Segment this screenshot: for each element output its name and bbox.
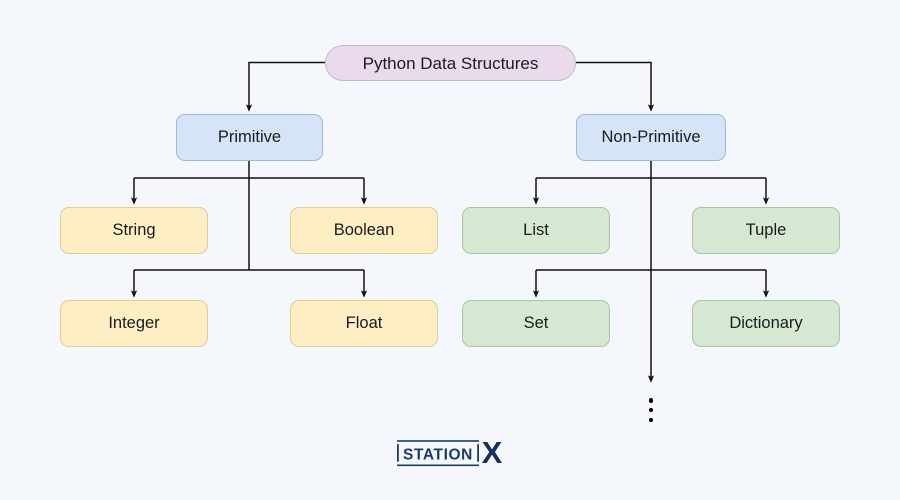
node-label: Primitive [217, 128, 282, 147]
stationx-logo: STATION X [396, 435, 508, 470]
node-string[interactable]: String [60, 207, 208, 254]
vertical-ellipsis-icon [648, 398, 653, 422]
node-label: Non-Primitive [601, 128, 701, 147]
node-set[interactable]: Set [462, 300, 610, 347]
node-non-primitive[interactable]: Non-Primitive [576, 114, 726, 161]
node-boolean[interactable]: Boolean [290, 207, 438, 254]
logo-text-accent: X [482, 437, 503, 470]
node-label: Python Data Structures [362, 53, 539, 73]
node-label: List [523, 221, 549, 240]
node-label: String [112, 221, 156, 240]
node-python-data-structures[interactable]: Python Data Structures [325, 45, 576, 81]
node-list[interactable]: List [462, 207, 610, 254]
node-label: Float [345, 314, 383, 333]
node-label: Integer [108, 314, 160, 333]
node-label: Boolean [333, 221, 395, 240]
node-integer[interactable]: Integer [60, 300, 208, 347]
node-tuple[interactable]: Tuple [692, 207, 840, 254]
node-label: Dictionary [729, 314, 803, 333]
node-label: Set [523, 314, 549, 333]
node-dictionary[interactable]: Dictionary [692, 300, 840, 347]
node-primitive[interactable]: Primitive [176, 114, 323, 161]
node-label: Tuple [745, 221, 787, 240]
node-float[interactable]: Float [290, 300, 438, 347]
logo-text-primary: STATION [403, 446, 473, 463]
